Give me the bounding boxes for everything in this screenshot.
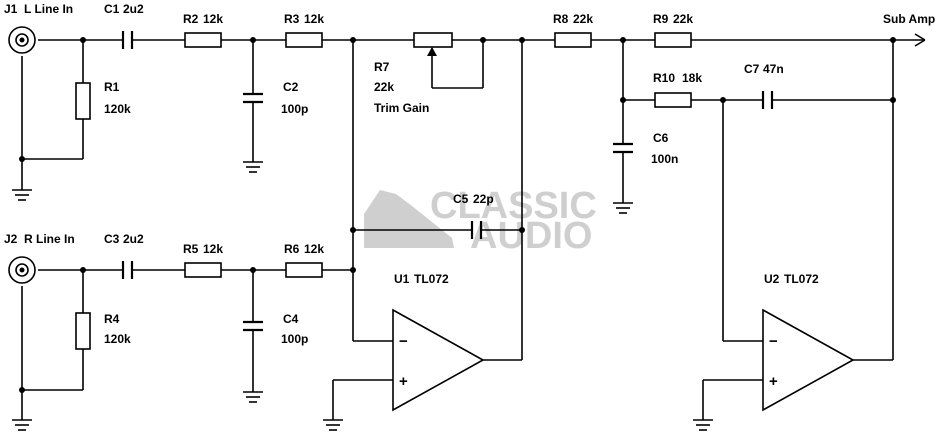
- resistor-r10: [654, 92, 692, 108]
- capacitor-c2: [243, 92, 263, 104]
- watermark-line1: CLASSIC: [430, 185, 597, 227]
- capacitor-c3: [121, 261, 134, 279]
- u2-ref: U2: [764, 272, 780, 286]
- resistor-r6: [285, 262, 323, 278]
- resistor-r1: [75, 82, 91, 120]
- opamp-u1-minus: −: [399, 333, 408, 350]
- opamp-u1-plus: +: [399, 373, 408, 390]
- ground-icon: [12, 189, 32, 201]
- resistor-r9: [654, 32, 692, 48]
- capacitor-c1: [121, 31, 134, 49]
- r3-value: 12k: [304, 12, 324, 26]
- r2-value: 12k: [203, 12, 223, 26]
- r5-ref: R5: [183, 242, 199, 256]
- r3-ref: R3: [284, 12, 300, 26]
- r6-value: 12k: [304, 242, 324, 256]
- j1-ref: J1: [4, 2, 18, 16]
- wiper-arrow-icon: [427, 47, 437, 56]
- jack-j1: [8, 26, 36, 54]
- u1-value: TL072: [414, 272, 449, 286]
- watermark-logo-icon: [364, 190, 454, 248]
- r5-value: 12k: [203, 242, 223, 256]
- jack-j2: [8, 256, 36, 284]
- output-arrow-icon: [914, 33, 926, 47]
- c1-value: 2u2: [123, 2, 144, 16]
- opamp-u2-plus: +: [769, 373, 778, 390]
- ground-icon: [693, 419, 713, 431]
- c7-ref: C7: [744, 62, 760, 76]
- resistor-r4: [75, 312, 91, 350]
- c6-value: 100n: [651, 152, 678, 166]
- resistor-r8: [554, 32, 592, 48]
- r4-value: 120k: [104, 332, 131, 346]
- j1-label: L Line In: [24, 2, 73, 16]
- r6-ref: R6: [284, 242, 300, 256]
- capacitor-c4: [243, 320, 263, 332]
- ground-icon: [243, 161, 263, 173]
- c5-value: 22p: [473, 192, 494, 206]
- r7-value: 22k: [374, 80, 394, 94]
- r8-value: 22k: [573, 12, 593, 26]
- c5-ref: C5: [453, 192, 469, 206]
- resistor-r3: [285, 32, 323, 48]
- r2-ref: R2: [183, 12, 199, 26]
- ground-icon: [323, 419, 343, 431]
- c7-value: 47n: [763, 62, 784, 76]
- r1-ref: R1: [104, 80, 120, 94]
- watermark-line2: AUDIO: [470, 215, 592, 257]
- r10-ref: R10: [653, 71, 675, 85]
- c2-value: 100p: [281, 102, 308, 116]
- opamp-u2-minus: −: [769, 333, 778, 350]
- c1-ref: C1: [104, 2, 120, 16]
- c4-ref: C4: [283, 312, 299, 326]
- opamp-u1: − +: [392, 308, 485, 412]
- labels: J1 L Line In J2 R Line In Sub Amp C1 2u2…: [4, 2, 935, 346]
- j2-label: R Line In: [24, 232, 75, 246]
- r7-ref: R7: [374, 60, 390, 74]
- capacitor-c5: [470, 221, 483, 239]
- r4-ref: R4: [104, 312, 120, 326]
- capacitor-c7: [761, 91, 774, 109]
- r1-value: 120k: [104, 102, 131, 116]
- watermark: CLASSIC AUDIO: [364, 185, 597, 257]
- u1-ref: U1: [394, 272, 410, 286]
- ground-icon: [12, 419, 32, 431]
- c2-ref: C2: [283, 80, 299, 94]
- potentiometer-r7: [413, 32, 453, 48]
- r9-ref: R9: [653, 12, 669, 26]
- capacitor-c6: [613, 142, 633, 154]
- r8-ref: R8: [553, 12, 569, 26]
- opamp-u2: − +: [762, 308, 855, 412]
- r9-value: 22k: [673, 12, 693, 26]
- r7-note: Trim Gain: [374, 101, 429, 115]
- resistor-r5: [184, 262, 222, 278]
- junctions: [19, 37, 896, 393]
- c3-value: 2u2: [123, 232, 144, 246]
- c6-ref: C6: [653, 131, 669, 145]
- ground-icon: [243, 391, 263, 403]
- r10-value: 18k: [682, 71, 702, 85]
- resistor-r2: [184, 32, 222, 48]
- c3-ref: C3: [104, 232, 120, 246]
- ground-icon: [613, 202, 633, 214]
- c4-value: 100p: [281, 332, 308, 346]
- output-label: Sub Amp: [883, 12, 935, 26]
- u2-value: TL072: [784, 272, 819, 286]
- j2-ref: J2: [4, 232, 18, 246]
